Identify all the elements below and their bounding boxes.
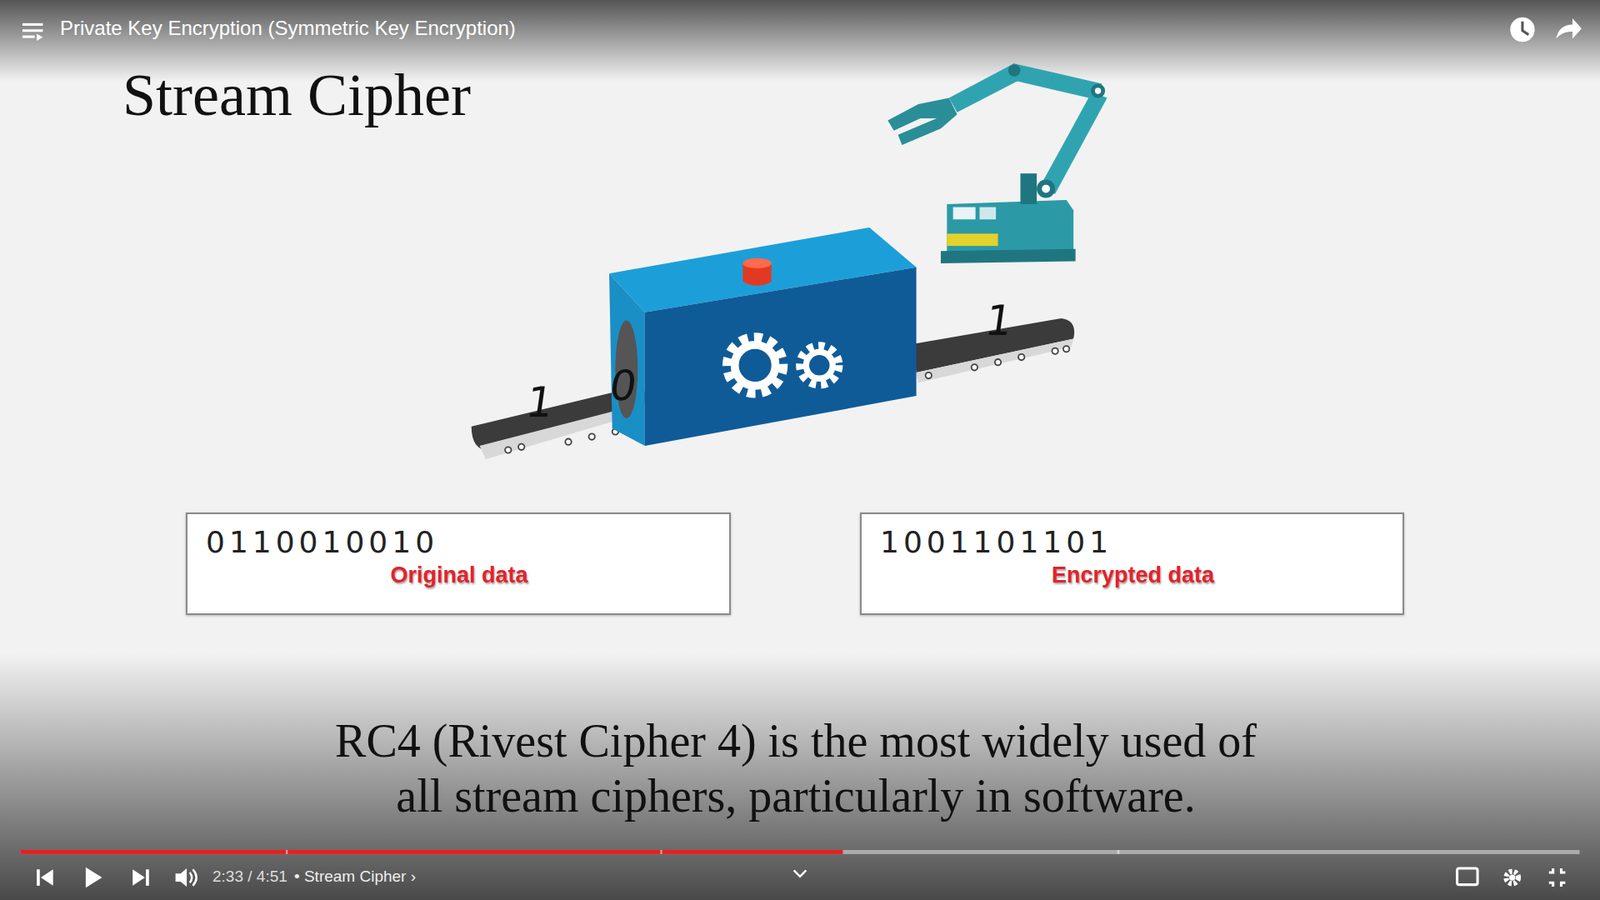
gear-icons bbox=[727, 337, 839, 393]
data-box: 1001101101Encrypted data bbox=[860, 512, 1405, 615]
robot-arm bbox=[887, 63, 1107, 264]
data-label: Encrypted data bbox=[880, 561, 1386, 589]
watch-later-icon bbox=[1510, 17, 1535, 42]
binary-data: 1001101101 bbox=[880, 524, 1386, 560]
progress-played bbox=[20, 850, 843, 855]
video-title: Private Key Encryption (Symmetric Key En… bbox=[60, 17, 516, 40]
cipher-machine bbox=[609, 227, 917, 446]
data-box: 0110010010Original data bbox=[185, 512, 731, 615]
player-buttons bbox=[36, 867, 1565, 888]
share-icon bbox=[1555, 18, 1582, 39]
chapter-name: • Stream Cipher › bbox=[294, 868, 416, 886]
progress-track bbox=[20, 850, 1580, 855]
slide-caption: RC4 (Rivest Cipher 4) is the most widely… bbox=[312, 713, 1280, 824]
slide-title: Stream Cipher bbox=[122, 65, 471, 125]
playlist-icon bbox=[22, 24, 43, 41]
data-label: Original data bbox=[205, 561, 713, 589]
binary-data: 0110010010 bbox=[205, 524, 713, 560]
chapter-gaps bbox=[285, 850, 1120, 855]
video-time: 2:33 / 4:51 bbox=[212, 868, 288, 886]
bottom-shade bbox=[0, 653, 1600, 900]
